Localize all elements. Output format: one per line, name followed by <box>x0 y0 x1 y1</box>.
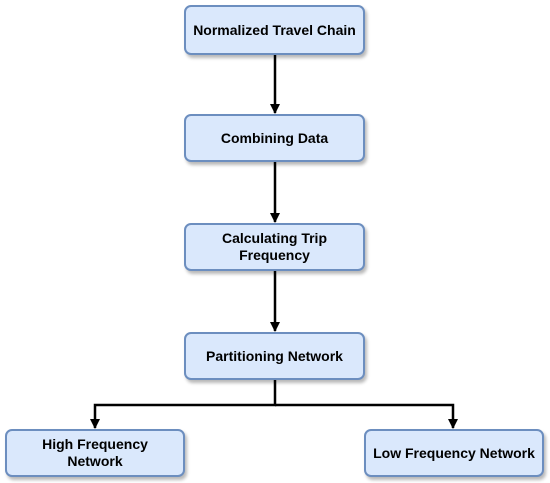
arrow-partitioning-to-low <box>275 403 458 429</box>
node-high-frequency-network: High Frequency Network <box>5 429 185 477</box>
node-normalized-travel-chain: Normalized Travel Chain <box>184 5 365 55</box>
arrow-partitioning-to-high <box>90 380 277 429</box>
node-low-frequency-network: Low Frequency Network <box>364 429 544 477</box>
node-calculating-trip-frequency: Calculating Trip Frequency <box>184 223 365 271</box>
node-partitioning-network: Partitioning Network <box>184 332 365 380</box>
node-combining-data: Combining Data <box>184 114 365 162</box>
